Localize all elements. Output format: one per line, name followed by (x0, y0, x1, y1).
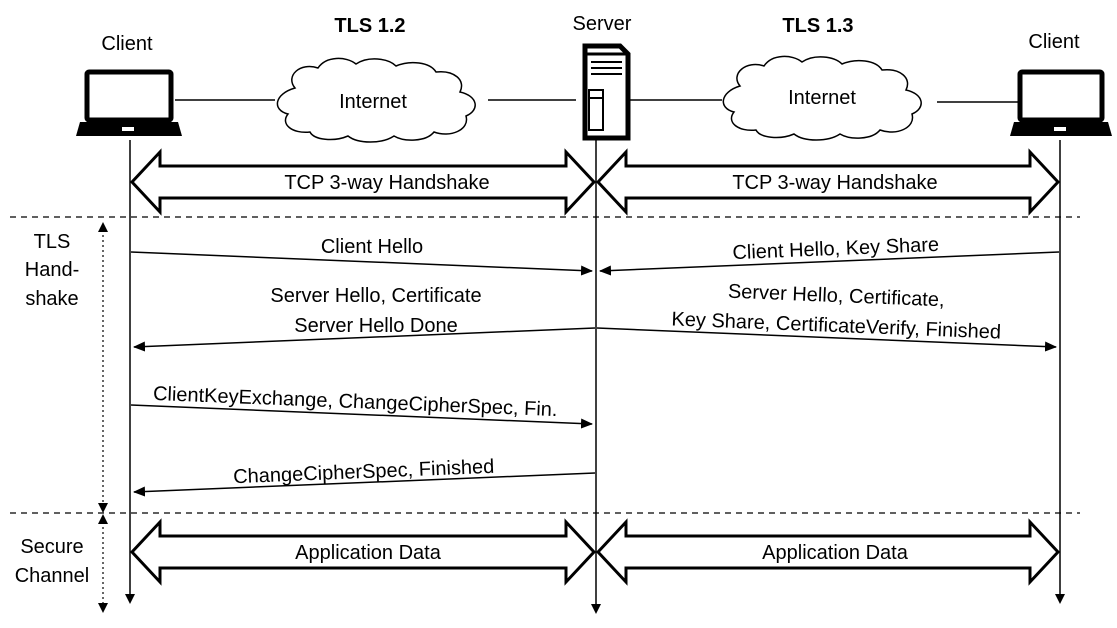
phase-tls-line2: Hand- (25, 259, 79, 281)
tls12-server-hello-label-2: Server Hello Done (294, 315, 457, 337)
tls13-client-hello-label: Client Hello, Key Share (732, 234, 939, 264)
tls12-server-hello-label-1: Server Hello, Certificate (270, 285, 481, 307)
tls12-client-hello-arrow (130, 251, 593, 276)
tls12-client-key-exchange-arrow (130, 404, 593, 429)
tcp-handshake-arrow-left (129, 148, 597, 216)
tls13-title: TLS 1.3 (782, 15, 853, 37)
server-tower-icon (582, 43, 631, 141)
app-data-left-label: Application Data (295, 542, 442, 564)
phase-secure-line2: Channel (15, 565, 90, 587)
internet-right-label: Internet (788, 87, 856, 109)
tls13-server-hello-label-1: Server Hello, Certificate, (728, 281, 945, 312)
server-label: Server (573, 13, 632, 35)
app-data-arrow-left (129, 518, 597, 586)
laptop-icon (1010, 69, 1112, 136)
tls12-title: TLS 1.2 (334, 15, 405, 37)
tcp-left-label: TCP 3-way Handshake (284, 172, 489, 194)
phase-secure-line1: Secure (20, 536, 83, 558)
phase-tls-line3: shake (25, 288, 78, 310)
laptop-icon (76, 69, 182, 136)
tls-handshake-bracket (98, 222, 108, 513)
tls13-client-hello-arrow (599, 251, 1060, 276)
tls12-change-cipher-label: ChangeCipherSpec, Finished (233, 456, 495, 488)
cloud-icon (276, 57, 476, 143)
internet-left-label: Internet (339, 91, 407, 113)
secure-channel-bracket (98, 514, 108, 613)
tls12-client-key-exchange-label: ClientKeyExchange, ChangeCipherSpec, Fin… (153, 383, 558, 421)
cloud-icon (722, 55, 922, 141)
app-data-right-label: Application Data (762, 542, 909, 564)
tls12-change-cipher-arrow (133, 472, 596, 497)
client-right-label: Client (1028, 31, 1080, 53)
client-left-label: Client (101, 33, 153, 55)
phase-tls-line1: TLS (34, 231, 71, 253)
tls12-server-hello-arrow (133, 327, 596, 352)
app-data-arrow-right (595, 518, 1061, 586)
tcp-right-label: TCP 3-way Handshake (732, 172, 937, 194)
tcp-handshake-arrow-right (595, 148, 1061, 216)
tls12-client-hello-label: Client Hello (321, 236, 423, 258)
tls13-server-hello-arrow (596, 327, 1057, 352)
